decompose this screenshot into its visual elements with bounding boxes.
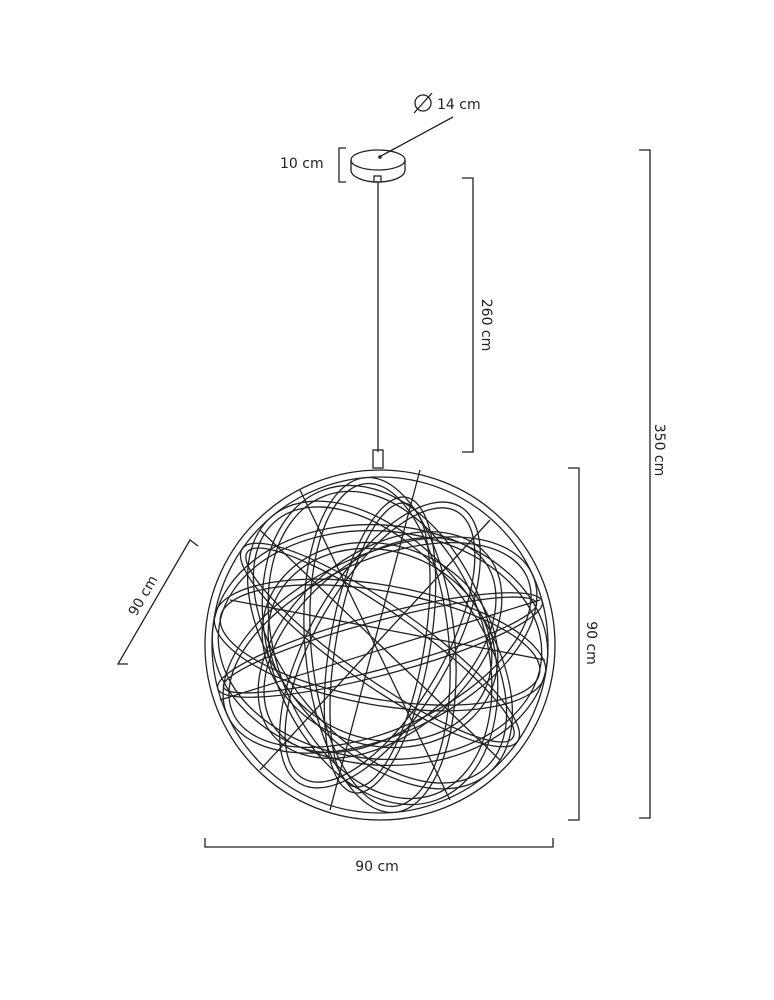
- sphere-depth-label: 90 cm: [126, 573, 162, 619]
- wire-band: [239, 542, 521, 748]
- wire-band: [228, 541, 532, 749]
- sphere-height-label: 90 cm: [583, 621, 599, 665]
- wire-band: [323, 496, 437, 794]
- wire-strut: [219, 599, 541, 701]
- total-height-label: 350 cm: [651, 424, 667, 477]
- wire-band: [245, 547, 515, 743]
- wire-band: [263, 536, 497, 754]
- wire-band: [252, 506, 508, 784]
- sphere-height-dimension: [568, 467, 580, 821]
- wire-strut: [329, 469, 421, 811]
- sphere-width-label: 90 cm: [355, 859, 399, 875]
- diameter-leader-line: [380, 116, 454, 157]
- wire-strut: [259, 529, 501, 761]
- wire-strut: [259, 519, 491, 771]
- wire-band: [309, 482, 451, 808]
- wire-band: [303, 476, 457, 814]
- wire-strut: [229, 599, 546, 661]
- diameter-symbol: [413, 92, 433, 114]
- cord-length-dimension: [462, 177, 474, 453]
- total-height-dimension: [639, 149, 651, 819]
- wire-band: [267, 547, 493, 743]
- canopy-height-bracket: [338, 147, 346, 183]
- wire-sphere: [204, 469, 556, 821]
- wire-band: [257, 530, 503, 760]
- wire-band: [211, 523, 549, 767]
- wire-band: [216, 592, 544, 698]
- wire-band: [222, 536, 538, 754]
- wire-band: [278, 501, 482, 789]
- cord-length-label: 260 cm: [478, 299, 494, 352]
- wire-band: [284, 507, 476, 783]
- wire-band: [329, 502, 431, 788]
- canopy-diameter-label: 14 cm: [437, 97, 481, 113]
- wire-band: [261, 541, 499, 749]
- sphere-width-dimension: [204, 838, 554, 848]
- sphere-depth-dimension: [116, 539, 199, 665]
- wire-band: [246, 500, 514, 790]
- canopy-height-label: 10 cm: [280, 156, 324, 172]
- cord-connector: [372, 449, 384, 469]
- canopy: [350, 149, 406, 183]
